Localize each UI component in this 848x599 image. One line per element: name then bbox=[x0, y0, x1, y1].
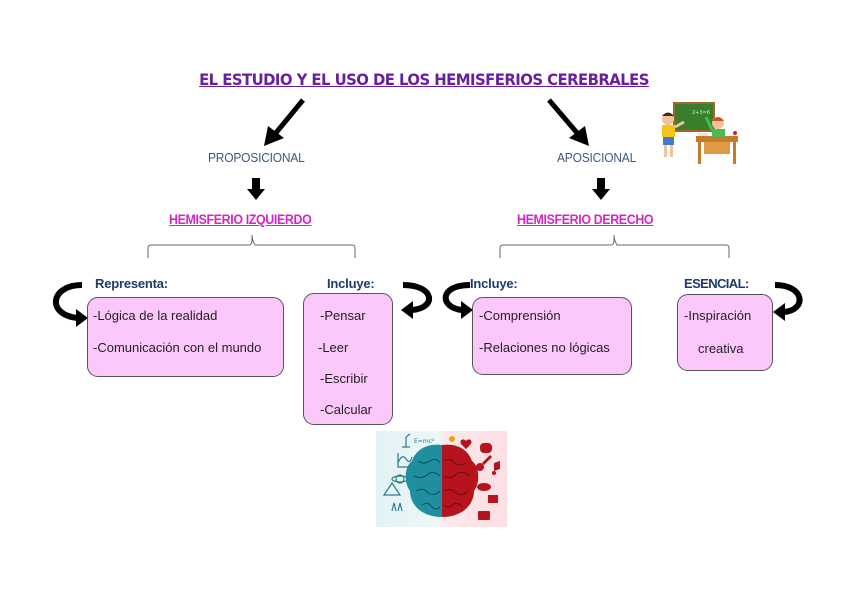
box-incluye-left: -Pensar -Leer -Escribir -Calcular bbox=[303, 293, 393, 425]
arrow-down-left bbox=[247, 178, 265, 200]
heading-incluye-right: Incluye: bbox=[470, 276, 518, 291]
list-item: -Comunicación con el mundo bbox=[93, 340, 262, 355]
brain-hemispheres-icon: E=mc² bbox=[382, 433, 500, 520]
heading-esencial: ESENCIAL: bbox=[684, 276, 749, 291]
formula-text: E=mc² bbox=[414, 438, 435, 445]
curved-arrow-representa bbox=[53, 282, 88, 327]
classroom-kids-icon: 2+3=6 bbox=[662, 102, 738, 164]
box-representa: -Lógica de la realidad -Comunicación con… bbox=[87, 297, 284, 377]
list-item: -Lógica de la realidad bbox=[93, 308, 218, 323]
brace-left bbox=[147, 234, 356, 258]
list-item: -Relaciones no lógicas bbox=[479, 340, 610, 355]
box-esencial: -Inspiración creativa bbox=[677, 294, 773, 371]
heading-representa: Representa: bbox=[95, 276, 168, 291]
curved-arrow-incluye-left bbox=[401, 282, 432, 319]
list-item: -Escribir bbox=[320, 371, 368, 386]
list-item: -Pensar bbox=[320, 308, 366, 323]
heading-left-hemisphere: HEMISFERIO IZQUIERDO bbox=[169, 212, 312, 227]
arrow-to-proposicional bbox=[264, 98, 305, 146]
list-item: creativa bbox=[698, 341, 744, 356]
box-incluye-right: -Comprensión -Relaciones no lógicas bbox=[472, 297, 632, 375]
branch-proposicional: PROPOSICIONAL bbox=[208, 150, 305, 165]
arrow-down-right bbox=[592, 178, 610, 200]
arrow-to-aposicional bbox=[547, 98, 589, 146]
curved-arrow-esencial bbox=[773, 282, 803, 321]
list-item: -Comprensión bbox=[479, 308, 561, 323]
list-item: -Calcular bbox=[320, 402, 373, 417]
heading-right-hemisphere: HEMISFERIO DERECHO bbox=[517, 212, 654, 227]
heading-incluye-left: Incluye: bbox=[327, 276, 375, 291]
branch-aposicional: APOSICIONAL bbox=[557, 150, 637, 165]
svg-text:2+3=6: 2+3=6 bbox=[692, 110, 710, 116]
list-item: -Inspiración bbox=[684, 308, 752, 323]
brace-right bbox=[499, 234, 730, 258]
brain-illustration: E=mc² bbox=[376, 431, 507, 527]
list-item: -Leer bbox=[318, 340, 349, 355]
diagram-title: EL ESTUDIO Y EL USO DE LOS HEMISFERIOS C… bbox=[199, 70, 649, 89]
classroom-illustration: 2+3=6 bbox=[656, 100, 742, 166]
curved-arrow-incluye-right bbox=[442, 282, 473, 319]
